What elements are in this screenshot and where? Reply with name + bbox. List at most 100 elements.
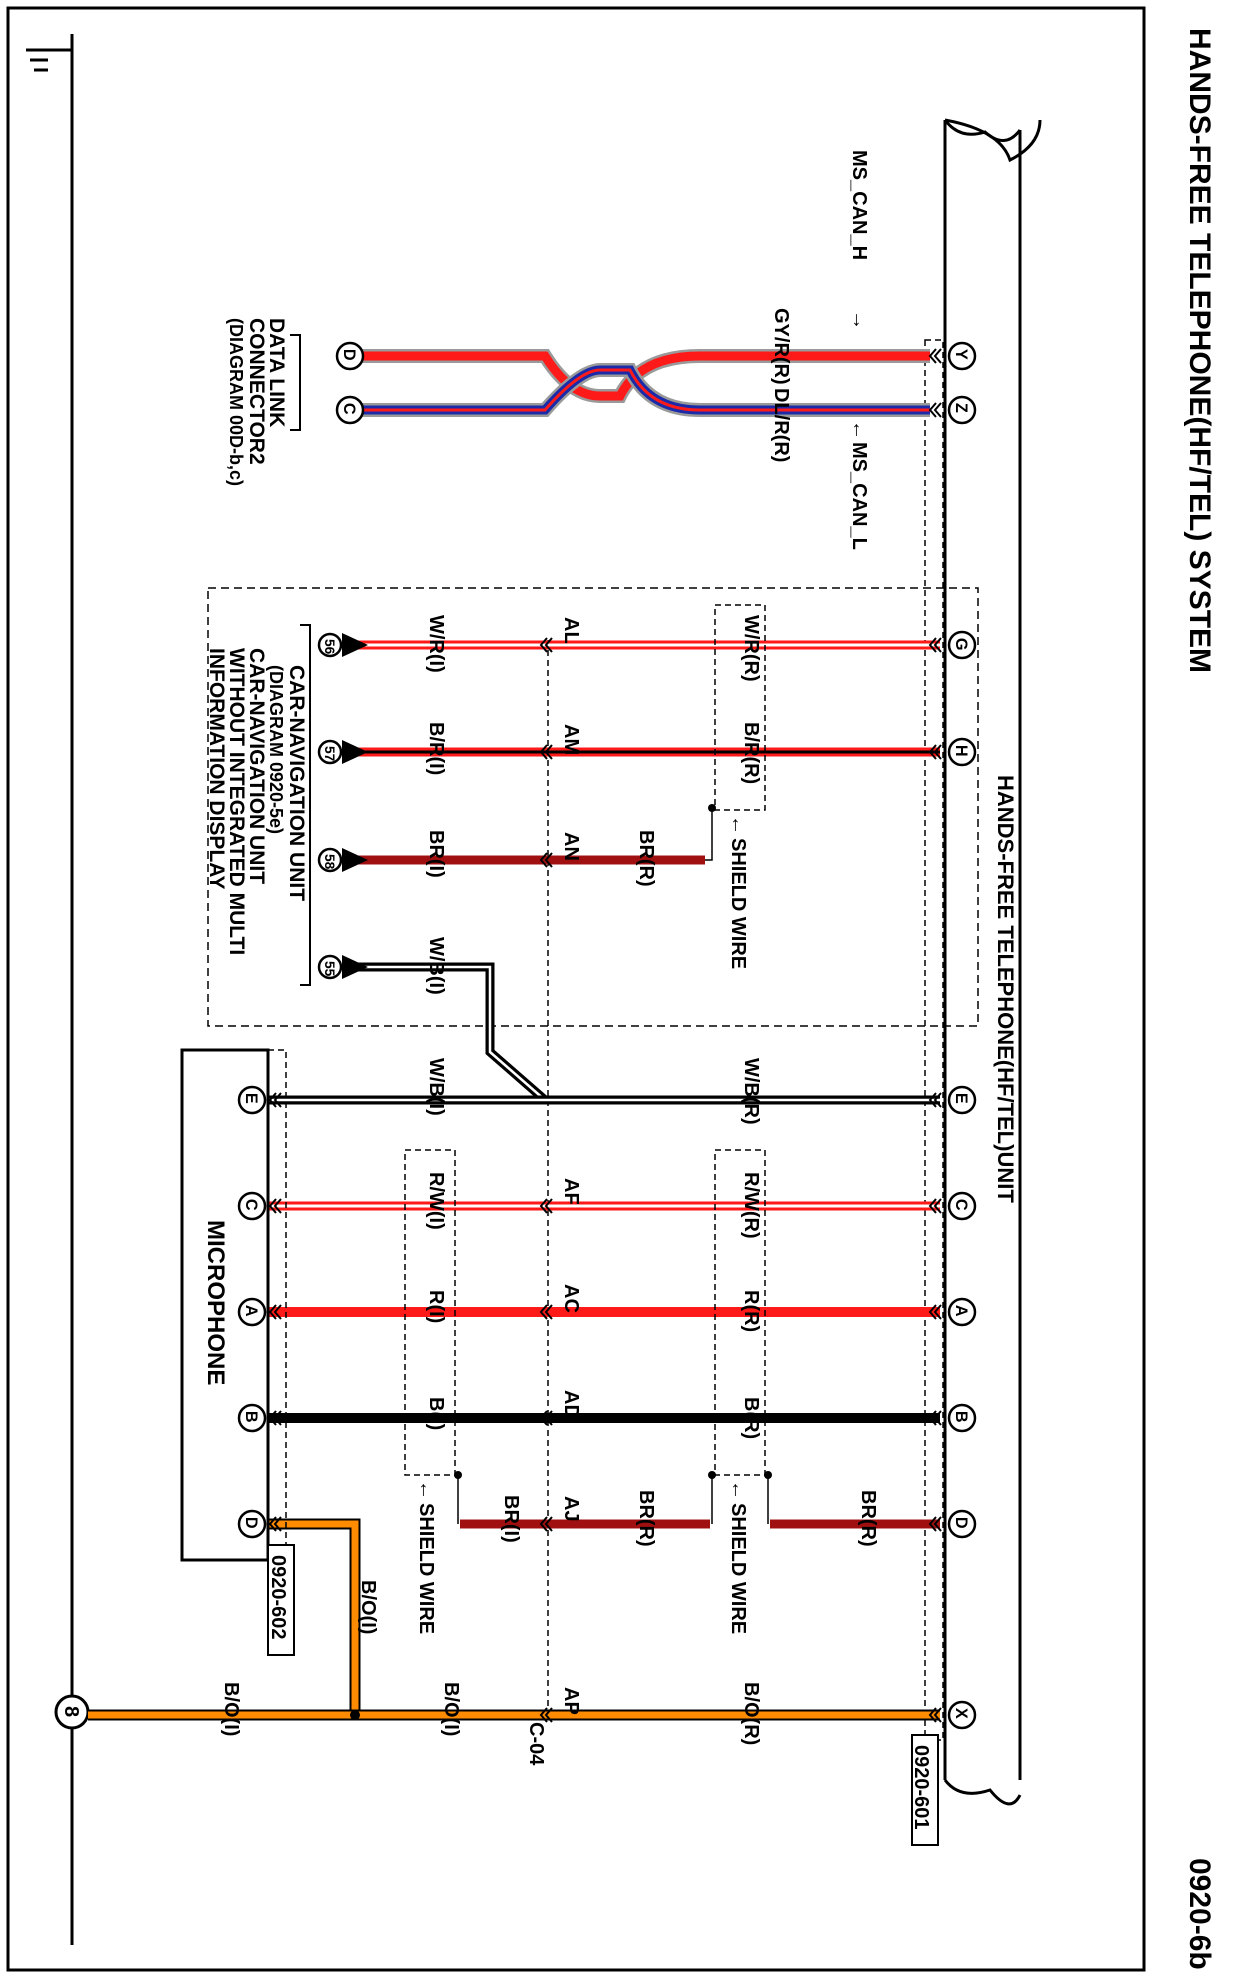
hf-pin-g-circle	[947, 630, 977, 660]
hf-pin-c: C	[947, 1191, 977, 1221]
junction-label: C-04	[525, 1722, 547, 1766]
hf-pin-h-circle	[947, 737, 977, 767]
joint-chevron	[539, 1707, 553, 1723]
mic-pin-d-circle	[237, 1509, 267, 1539]
wire-label-b-i: B(I)	[425, 1397, 447, 1430]
hf-pin-e: E	[947, 1085, 977, 1115]
can-h-label: MS_CAN_H	[848, 150, 870, 260]
wire-label-h-i: B/R(I)	[425, 722, 447, 775]
nav-pin-arrow-icon	[342, 848, 368, 872]
nav-pin-56: 56	[317, 632, 343, 658]
wire-label-d-r: BR(R)	[857, 1490, 879, 1547]
ground-point-label: 8	[60, 1706, 82, 1717]
hf-pin-d-circle	[947, 1509, 977, 1539]
mic-pin-b-circle	[237, 1403, 267, 1433]
hf-pin-e-label: E	[952, 1093, 970, 1104]
nav-pin-57-circle	[317, 739, 343, 765]
dlc-label-3: (DIAGRAM 00D-b,c)	[226, 318, 246, 486]
dlc-pin-c-circle	[335, 395, 365, 425]
shield-box-hf	[714, 1149, 766, 1476]
mic-pin-d: D	[237, 1509, 267, 1539]
hf-unit-label: HANDS-FREE TELEPHONE(HF/TEL)UNIT	[993, 775, 1018, 1203]
wire-label-c-i: R/W(I)	[425, 1172, 447, 1230]
hf-pin-b-circle	[947, 1403, 977, 1433]
nav-section-box	[207, 587, 979, 1027]
mic-pin-d-label: D	[242, 1517, 260, 1529]
hf-pin-g-label: G	[952, 638, 970, 651]
hf-pin-chevron	[928, 1410, 942, 1426]
hf-pin-e-circle	[947, 1085, 977, 1115]
hf-pin-chevron	[928, 744, 942, 760]
joint-chevron	[539, 637, 553, 653]
hf-pin-d-label: D	[952, 1517, 970, 1529]
mic-pin-chevron	[268, 1304, 282, 1320]
shield-arrow-2: ←	[727, 1480, 749, 1500]
nav-label-1: CAR-NAVIGATION UNIT	[285, 665, 308, 901]
nav-pin-arrow-icon	[342, 955, 368, 979]
hf-pin-z-label: Z	[952, 403, 970, 413]
hf-pin-c-circle	[947, 1191, 977, 1221]
wire-label-gnd-i: B/O(I)	[220, 1682, 242, 1736]
can-l-label: MS_CAN_L	[848, 442, 870, 550]
joint-chevron	[539, 1198, 553, 1214]
wire-label-d-i: BR(I)	[500, 1495, 522, 1543]
wire-label-x-r: B/O(R)	[740, 1682, 762, 1745]
nav-pin-arrow-icon	[342, 740, 368, 764]
page-code: 0920-6b	[1183, 1858, 1216, 1970]
mic-pin-chevron	[268, 1092, 282, 1108]
joint-label-ap: AP	[560, 1687, 582, 1715]
nav-bracket	[300, 624, 311, 986]
mic-pin-e-circle	[237, 1085, 267, 1115]
mic-pin-c: C	[237, 1191, 267, 1221]
dlc-pins: DC	[335, 341, 365, 425]
hf-pin-chevron	[928, 348, 942, 364]
nav-pin-55: 55	[317, 954, 343, 980]
wire-label-shield-r: BR(R)	[635, 830, 657, 887]
hf-pin-a-circle	[947, 1297, 977, 1327]
joint-label-al: AL	[560, 617, 582, 644]
shield-arrow-1: ←	[727, 815, 749, 835]
wire-label-x-i: B/O(I)	[440, 1682, 462, 1736]
hf-pin-x-label: X	[952, 1708, 970, 1719]
shield-box-nav	[714, 604, 766, 811]
hf-pin-chevron	[928, 637, 942, 653]
joint-label-ad: AD	[560, 1390, 582, 1419]
nav-pin-56-label: 56	[322, 639, 337, 655]
hf-pin-chevron	[928, 402, 942, 418]
wire-bo	[88, 1518, 940, 1721]
ground-symbol-icon	[26, 34, 74, 80]
dlc-bracket	[290, 334, 301, 431]
nav-pin-57-label: 57	[322, 746, 337, 762]
hf-pin-b-label: B	[952, 1411, 970, 1423]
nav-label-4: WITHOUT INTEGRATED MULTI	[225, 648, 248, 955]
nav-label-2: (DIAGRAM 0920-5e)	[266, 665, 286, 834]
hf-pin-chevron	[928, 1092, 942, 1108]
joint-label-an: AN	[560, 832, 582, 861]
hf-pin-c-label: C	[952, 1199, 970, 1211]
can-l-arrow: ←	[848, 420, 870, 440]
mic-pin-e: E	[237, 1085, 267, 1115]
mic-pin-a-circle	[237, 1297, 267, 1327]
wire-label-g-r: W/R(R)	[740, 615, 762, 682]
joint-chevron	[539, 1516, 553, 1532]
wire-label-b-r: B(R)	[740, 1397, 762, 1439]
mic-pin-b-label: B	[242, 1411, 260, 1423]
mic-pin-a-label: A	[242, 1305, 260, 1317]
joint-chevron	[539, 744, 553, 760]
hf-pin-chevron	[928, 1707, 942, 1723]
wire-label-e-i: W/B(I)	[425, 1058, 447, 1116]
wire-label-d2-r: BR(R)	[635, 1490, 657, 1547]
joint-label-af: AF	[560, 1178, 582, 1205]
hf-pin-h-label: H	[952, 745, 970, 757]
mic-pins: E C A B D	[237, 1085, 282, 1539]
nav-pin-57: 57	[317, 739, 343, 765]
mic-pin-e-label: E	[242, 1093, 260, 1104]
shield-label-3: SHIELD WIRE	[415, 1503, 437, 1634]
wire-label-g-i: W/R(I)	[425, 615, 447, 673]
hf-pin-y-circle	[947, 341, 977, 371]
wire-label-a-i: R(I)	[425, 1290, 447, 1323]
mic-pin-chevron	[268, 1198, 282, 1214]
dlc-pin-c: C	[335, 395, 365, 425]
